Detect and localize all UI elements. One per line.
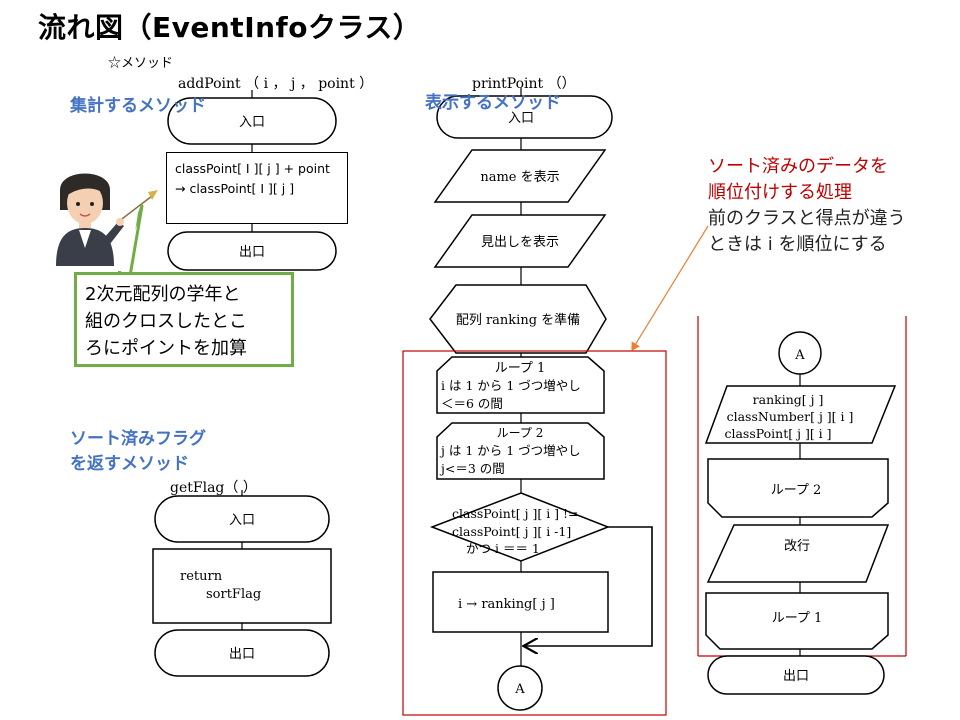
- addpoint-flow: [167, 90, 337, 271]
- addpoint-signature: addPoint （ i ， j ， point ）: [178, 76, 374, 92]
- loop1-title: ループ 1: [495, 361, 546, 376]
- addpoint-process-line1: classPoint[ I ][ j ] + point: [175, 161, 330, 176]
- false-branch-arrow: [525, 526, 653, 646]
- output-line1: ranking[ j ]: [753, 392, 824, 407]
- loop2-title: ループ 2: [497, 426, 544, 440]
- printpoint-start-label: 入口: [508, 111, 534, 126]
- printpoint-signature: printPoint （）: [472, 76, 576, 92]
- loop-red-frame: [402, 350, 667, 716]
- newline-label: 改行: [784, 539, 810, 554]
- show-name-label: name を表示: [480, 170, 559, 185]
- output-io: [704, 385, 897, 444]
- loop1-header: [436, 356, 605, 414]
- continuation-end-label: 出口: [783, 669, 809, 684]
- prepare-hexagon: [429, 284, 607, 354]
- show-heading-label: 見出しを表示: [481, 235, 559, 250]
- output-line2: classNumber[ j ][ i ]: [727, 409, 854, 424]
- getflag-process-line2: sortFlag: [206, 587, 261, 602]
- loop2-line2: j<＝3 の間: [439, 461, 505, 476]
- getflag-end-terminal: [154, 629, 330, 677]
- addpoint-process-box: classPoint[ I ][ j ] + point → classPoin…: [166, 152, 348, 224]
- note-red-line1: ソート済みのデータを: [708, 156, 888, 177]
- getflag-section-label-line1: ソート済みフラグ: [70, 429, 206, 449]
- loop2-end: [707, 458, 889, 518]
- getflag-process-box: [152, 548, 332, 624]
- loop1-line1: i は 1 から 1 づつ増やし: [441, 378, 581, 393]
- connector-a-bottom: [497, 665, 543, 711]
- note-red-text: ソート済みのデータを 順位付けする処理: [708, 154, 888, 206]
- pointer-stick: [117, 195, 153, 223]
- loop1-line2: ＜＝6 の間: [441, 396, 503, 411]
- addpoint-start-label: 入口: [239, 115, 265, 130]
- addpoint-end-label: 出口: [239, 245, 265, 260]
- callout-line1: 2次元配列の学年と: [85, 284, 241, 305]
- printpoint-flow: [402, 88, 667, 716]
- connector-a-bottom-label: A: [514, 682, 525, 697]
- cond-line3: かつ i ＝＝ 1: [466, 541, 540, 556]
- addpoint-end-terminal: [167, 231, 337, 271]
- prepare-label: 配列 ranking を準備: [456, 312, 580, 328]
- show-name-io: [433, 149, 607, 203]
- continuation-flow: [697, 316, 907, 695]
- note-arrow: [631, 225, 709, 352]
- loop2-line1: j は 1 から 1 づつ増やし: [439, 443, 581, 458]
- connector-a-top-label: A: [794, 348, 805, 363]
- printpoint-section-label: 表示するメソッド: [425, 93, 561, 113]
- loop2-header: [436, 422, 605, 480]
- getflag-signature: getFlag（ ）: [170, 480, 257, 496]
- printpoint-start-terminal: [436, 95, 613, 139]
- note-red-line2: 順位付けする処理: [708, 182, 852, 203]
- note-black-text: 前のクラスと得点が違う ときは i を順位にする: [708, 206, 906, 258]
- loop1-end-label: ループ 1: [772, 611, 823, 626]
- getflag-end-label: 出口: [229, 647, 255, 662]
- callout-line3: ろにポイントを加算: [85, 338, 247, 359]
- getflag-process-line1: return: [180, 569, 223, 584]
- output-line3: classPoint[ j ][ i ]: [724, 426, 831, 441]
- note-black-line1: 前のクラスと得点が違う: [708, 208, 906, 229]
- getflag-flow: [152, 490, 332, 677]
- method-marker: ☆メソッド: [108, 56, 174, 71]
- note-black-line2: ときは i を順位にする: [708, 234, 887, 255]
- assign-box: [432, 571, 609, 633]
- continuation-end-terminal: [707, 655, 885, 695]
- assign-label: i → ranking[ j ]: [458, 597, 555, 612]
- flow-labels: 入口 出口 入口 return sortFlag 出口 入口 name を表示 …: [180, 111, 853, 697]
- cond-line2: classPoint[ j ][ i -1]: [452, 524, 571, 539]
- explanation-callout: 2次元配列の学年と 組のクロスしたとこ ろにポイントを加算: [74, 272, 294, 367]
- callout-line2: 組のクロスしたとこ: [85, 311, 247, 332]
- addpoint-process-line2: → classPoint[ I ][ j ]: [175, 181, 295, 196]
- newline-io: [706, 524, 890, 583]
- presenter-figure: [56, 173, 124, 266]
- getflag-start-label: 入口: [229, 513, 255, 528]
- loop1-end: [705, 592, 889, 650]
- loop2-end-label: ループ 2: [771, 483, 822, 498]
- getflag-section-label-line2: を返すメソッド: [70, 454, 189, 474]
- page-title: 流れ図（EventInfoクラス）: [38, 11, 422, 44]
- pointer-tip: [148, 190, 158, 200]
- cond-line1: classPoint[ j ][ i ] !=: [452, 506, 579, 521]
- show-heading-io: [433, 214, 607, 268]
- addpoint-section-label: 集計するメソッド: [70, 96, 206, 116]
